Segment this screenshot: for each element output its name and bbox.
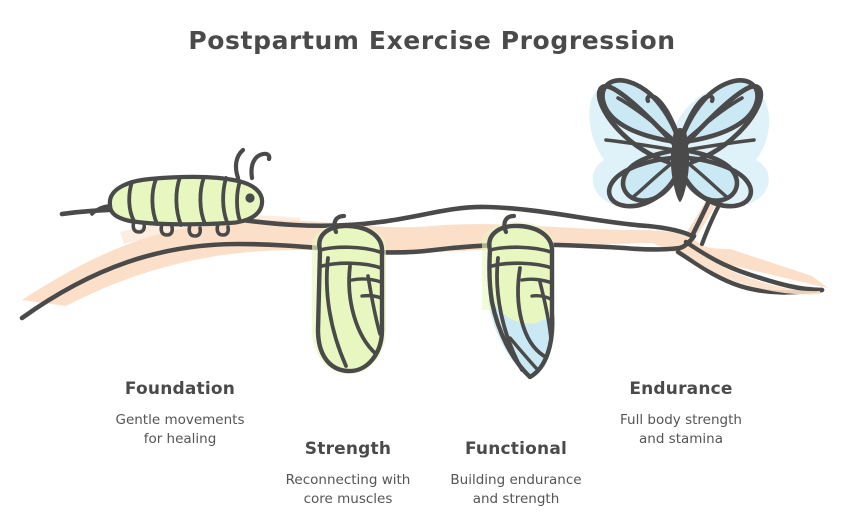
caterpillar-tail — [90, 204, 112, 216]
caterpillar-head-line — [235, 179, 242, 223]
chrysalis2-hook — [502, 213, 517, 235]
stage-description-functional: Building endurance and strength — [450, 472, 582, 507]
chrysalis2-band-3 — [520, 277, 554, 285]
stage-description-endurance: Full body strength and stamina — [620, 412, 742, 447]
chrysalis-icon — [312, 213, 386, 374]
chrysalis2-blue-fill — [494, 304, 553, 376]
caterpillar-segment-5 — [221, 176, 229, 224]
stage-description-strength: Reconnecting with core muscles — [285, 472, 411, 507]
caterpillar-leg-2 — [159, 222, 175, 237]
caterpillar-segment-1 — [127, 180, 136, 223]
butterfly-vein-ur-2 — [684, 138, 756, 152]
chrysalis-crease-center — [347, 264, 378, 356]
caterpillar-segment-2 — [150, 177, 159, 226]
caterpillar-antenna-left — [233, 147, 246, 181]
chrysalis2-crease-center — [516, 266, 546, 358]
butterfly-antenna-left — [645, 94, 679, 133]
caterpillar-segment-3 — [174, 175, 183, 227]
caterpillar-leg-3 — [187, 223, 203, 238]
caterpillar-leg-1 — [131, 219, 147, 234]
chrysalis-crease-right — [366, 274, 382, 336]
chrysalis2-crease-right — [538, 280, 553, 342]
butterfly-icon — [589, 77, 770, 209]
caterpillar-segment-4 — [198, 175, 207, 226]
chrysalis2-crease-left — [495, 256, 524, 372]
butterfly-vein-ul-1 — [616, 96, 678, 144]
chrysalis-emerging-icon — [482, 213, 555, 380]
stage-description-foundation: Gentle movements for healing — [115, 412, 245, 447]
chrysalis-outline — [315, 223, 385, 374]
branch-outline-bottom — [19, 241, 683, 321]
chrysalis2-band-1 — [488, 245, 553, 254]
caterpillar-antenna-right — [249, 151, 272, 181]
butterfly-outer-arc-right — [681, 83, 764, 165]
branch-twig-down-fill — [682, 246, 820, 295]
butterfly-vein-ur-1 — [682, 96, 744, 144]
stage-label-endurance: Endurance — [629, 379, 733, 399]
butterfly-outer-arc-lower-right — [681, 155, 754, 209]
stage-label-foundation: Foundation — [124, 379, 236, 399]
stage-label-functional: Functional — [464, 439, 568, 459]
chrysalis-crease-left — [324, 256, 348, 368]
chrysalis2-outline — [487, 223, 555, 380]
butterfly-body — [670, 128, 690, 202]
branch-fill — [22, 220, 828, 306]
branch-twig-down-top — [683, 239, 825, 293]
chrysalis-band-1 — [318, 245, 382, 254]
caterpillar-leg-4 — [215, 222, 231, 237]
butterfly-outer-arc-left — [596, 83, 679, 165]
butterfly-vein-ul-2 — [604, 138, 676, 152]
stage-label-strength: Strength — [304, 439, 392, 459]
chrysalis-hook — [332, 213, 347, 235]
caterpillar-icon — [90, 147, 272, 238]
caterpillar-body-outline — [107, 174, 265, 227]
chrysalis2-split — [508, 336, 540, 372]
caterpillar-eye — [245, 193, 255, 203]
butterfly-antenna-right — [681, 94, 715, 133]
page-title: Postpartum Exercise Progression — [188, 26, 676, 55]
butterfly-outer-arc-lower-left — [606, 155, 679, 209]
